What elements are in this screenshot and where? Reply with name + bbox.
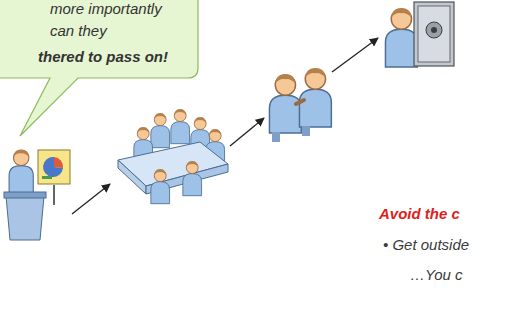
bubble-shape [0, 0, 198, 136]
presenter [4, 150, 70, 240]
speech-bubble: more importantly can they thered to pass … [0, 0, 198, 78]
bullet-note: • Get outside [383, 236, 469, 253]
handshake [269, 68, 331, 142]
warning-heading: Avoid the c [379, 205, 460, 222]
bubble-text: more importantly can they [50, 0, 175, 42]
bubble-text: thered to pass on! [38, 46, 198, 68]
bullet-note: …You c [410, 266, 463, 283]
safe-keeper [385, 2, 454, 67]
meeting-group [118, 109, 228, 203]
